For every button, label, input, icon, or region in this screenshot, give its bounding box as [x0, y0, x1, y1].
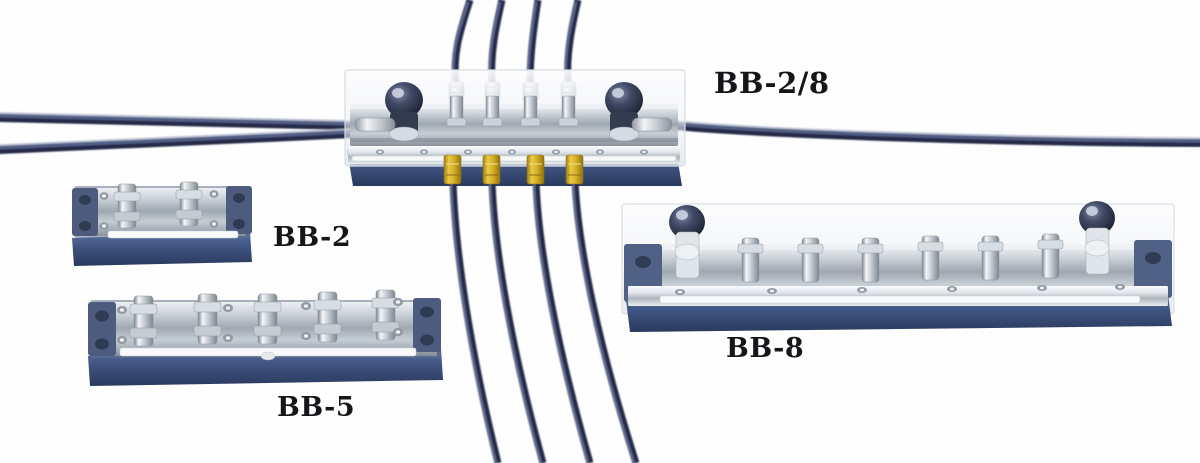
bb5-terminal-3	[253, 293, 282, 345]
bottom-crimp-terminals	[443, 154, 584, 185]
crimp-yellow-1	[443, 154, 462, 185]
bottom-branch-wires	[449, 179, 640, 463]
bb5-terminal-4	[313, 291, 342, 343]
product-label-bb8: BB-8	[726, 333, 805, 364]
bb2-terminals	[113, 181, 203, 229]
bb5-screws	[117, 298, 403, 344]
bb2-navy-base	[72, 232, 252, 266]
bb8-stud-left	[669, 205, 705, 279]
bb8-terminal-1	[737, 237, 764, 283]
product-label-bb28: BB-2/8	[714, 66, 830, 100]
crimp-yellow-3	[526, 154, 545, 185]
bb28-stud-right	[605, 82, 643, 142]
bb8-terminal-3	[857, 237, 884, 283]
bb5-terminals	[129, 289, 400, 347]
product-bb28	[344, 69, 686, 186]
product-bb8	[621, 201, 1175, 332]
bb5-terminal-2	[193, 293, 222, 345]
product-bb2	[72, 181, 252, 266]
product-bb5	[88, 289, 443, 386]
bb8-bus-strip	[659, 295, 1141, 304]
bb28-terminal-2	[482, 95, 503, 127]
left-input-cables	[0, 112, 356, 154]
bb8-rail-screws	[675, 284, 1125, 295]
bb28-stud-left	[385, 82, 423, 142]
bb8-terminal-4	[917, 235, 944, 281]
bb5-mount-ears	[88, 298, 441, 356]
crimp-yellow-4	[565, 154, 584, 185]
bb5-terminal-1	[129, 295, 158, 347]
bb8-terminal-6	[1037, 233, 1064, 279]
bb8-stud-right	[1079, 201, 1115, 275]
product-label-bb2: BB-2	[273, 222, 352, 253]
bb2-mount-ears	[72, 186, 252, 236]
product-label-bb5: BB-5	[277, 392, 356, 423]
bb2-terminal-1	[113, 183, 141, 229]
bb2-bus-strip	[107, 230, 239, 239]
bb28-terminals	[446, 95, 579, 127]
crimp-yellow-2	[482, 154, 501, 185]
bb8-terminal-2	[797, 237, 824, 283]
bb28-terminal-4	[558, 95, 579, 127]
bb5-terminal-5	[371, 289, 400, 341]
bb28-metal-body	[350, 104, 678, 146]
bb2-screws	[99, 190, 219, 230]
bb2-terminal-2	[175, 181, 203, 227]
bb28-terminal-1	[446, 95, 467, 127]
right-output-cable	[672, 120, 1200, 147]
bb28-ring-lugs	[354, 117, 673, 132]
bb8-terminal-5	[977, 235, 1004, 281]
bb28-rail-screws	[376, 149, 648, 155]
bb8-terminals	[737, 233, 1064, 283]
bb28-terminal-3	[520, 95, 541, 127]
